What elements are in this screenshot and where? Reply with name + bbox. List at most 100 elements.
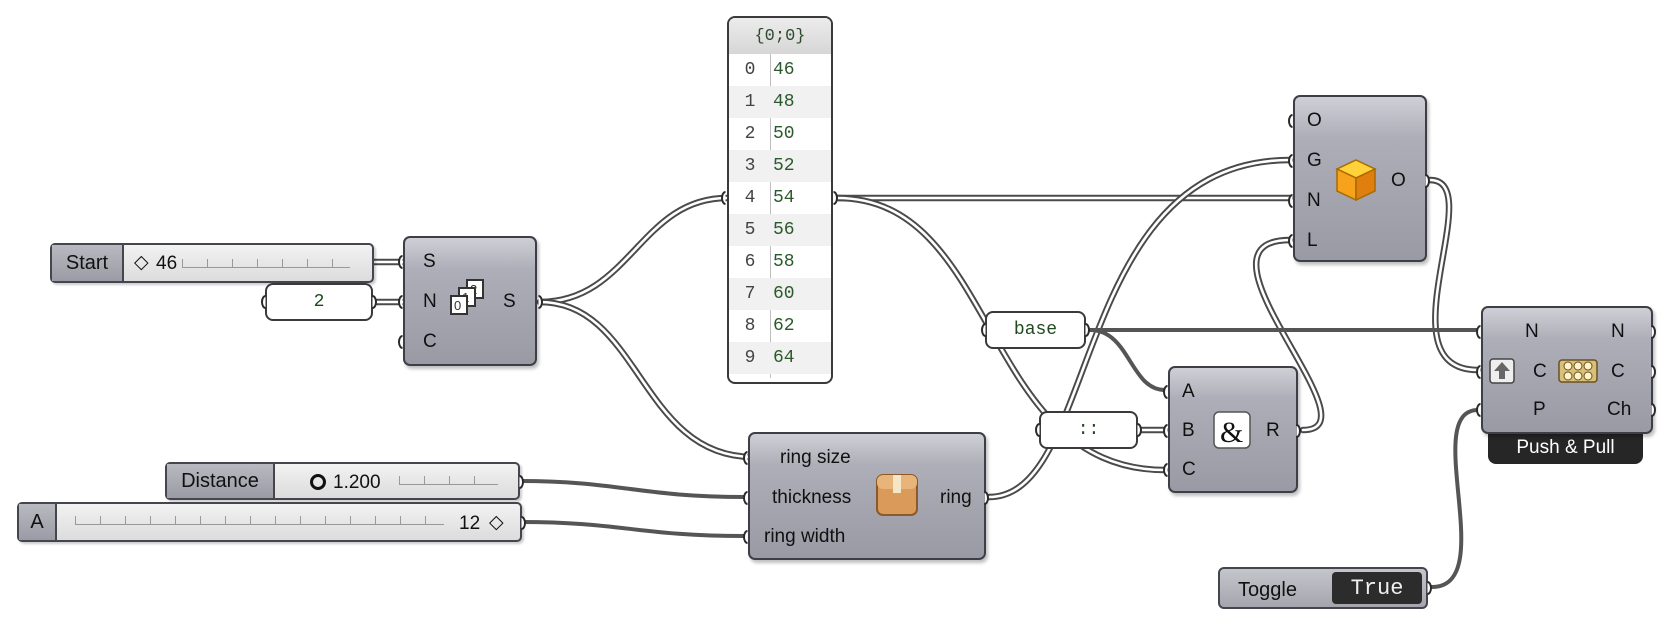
wire-bake-to-pp-c-inner [1428,178,1480,372]
output-grip[interactable] [1651,365,1656,379]
item-value: 46 [773,60,795,80]
slider-track[interactable] [182,259,350,268]
item-index: 0 [744,60,756,80]
single-wires [518,327,1480,589]
list-item: 0 46 [729,54,831,86]
item-index: 2 [744,124,756,144]
input-n: N [423,291,437,312]
output-grip[interactable] [1651,403,1656,417]
wire-toggle-to-pp-p [1430,408,1480,589]
input-grip[interactable] [398,255,403,269]
input-grip[interactable] [743,451,748,465]
list-input-grip[interactable] [721,191,726,205]
input-grip[interactable] [981,323,986,337]
wire-concat-to-bake-l-inner [1254,238,1323,432]
step-panel[interactable]: 2 [261,283,377,321]
item-value: 48 [773,92,795,112]
input-grip[interactable] [1476,365,1481,379]
input-grip[interactable] [1476,325,1481,339]
a-slider[interactable]: A 12 ◇ [17,502,526,542]
output-grip[interactable] [1296,424,1301,438]
output-o: O [1391,170,1406,191]
separator-panel[interactable]: :: [1035,411,1142,449]
item-index: 7 [744,284,756,304]
output-c: C [1611,361,1625,382]
input-grip[interactable] [1163,463,1168,477]
input-grip[interactable] [1288,194,1293,208]
cube-icon [1335,159,1377,202]
slider-value: 1.200 [333,472,381,493]
ampersand-icon: & [1213,411,1251,449]
svg-text:&: & [1220,416,1243,449]
up-arrow-icon[interactable] [1489,358,1515,384]
wire-series-to-list-inner [538,196,729,304]
input-s: S [423,251,436,272]
list-output-grip[interactable] [833,191,838,205]
input-grip[interactable] [1035,423,1040,437]
input-grip[interactable] [261,295,266,309]
svg-text:0: 0 [454,298,461,313]
toggle-label: Toggle [1238,579,1297,601]
output-r: R [1266,420,1280,441]
input-grip[interactable] [1288,114,1293,128]
output-s: S [503,291,516,312]
output-grip[interactable] [521,516,526,530]
output-grip[interactable] [1425,174,1430,188]
input-c: C [1182,459,1196,480]
panel-text: :: [1077,420,1100,440]
output-grip[interactable] [1427,581,1432,595]
slider-value: 12 [459,513,481,534]
input-b: B [1182,420,1195,441]
toggle-value[interactable]: True [1332,572,1422,604]
push-pull-component[interactable]: N C P N C Ch [1476,306,1656,434]
output-grip[interactable] [1137,423,1142,437]
diamond-icon: ◇ [134,252,149,273]
input-grip[interactable] [743,530,748,544]
item-value: 50 [773,124,795,144]
output-grip[interactable] [984,491,989,505]
boolean-toggle[interactable]: Toggle True [1218,567,1432,609]
input-a: A [1182,381,1195,402]
output-grip[interactable] [519,475,524,489]
bake-component[interactable]: O G N L O [1288,95,1430,262]
input-grip[interactable] [1163,385,1168,399]
base-panel[interactable]: base [981,311,1090,349]
concatenate-component[interactable]: A B C R & [1163,366,1301,493]
list-item: 1 48 [729,86,831,118]
wire-series-to-ring [536,298,757,461]
input-grip[interactable] [1288,234,1293,248]
input-o: O [1307,110,1322,131]
slider-track[interactable] [75,516,444,525]
item-index: 3 [744,156,756,176]
start-slider[interactable]: Start ◇ 46 [50,243,428,283]
output-ch: Ch [1607,399,1632,420]
output-n: N [1611,321,1625,342]
ring-component[interactable]: ring size thickness ring width ring [743,432,989,560]
output-grip[interactable] [372,295,377,309]
item-index: 1 [744,92,756,112]
input-grip[interactable] [1163,424,1168,438]
series-component[interactable]: S N C S 2 1 0 [398,236,543,366]
input-grip[interactable] [398,295,403,309]
input-grip[interactable] [1476,403,1481,417]
data-path: {0;0} [729,18,831,54]
output-grip[interactable] [1651,325,1656,339]
slider-label: Distance [167,464,275,498]
input-grip[interactable] [743,491,748,505]
input-grip[interactable] [398,335,403,349]
input-grip[interactable] [1288,154,1293,168]
output-grip[interactable] [1085,323,1090,337]
output-grip[interactable] [538,295,543,309]
slider-track[interactable] [399,476,498,485]
distance-slider[interactable]: Distance 1.200 [165,462,524,500]
push-pull-title: Push & Pull [1488,432,1643,464]
